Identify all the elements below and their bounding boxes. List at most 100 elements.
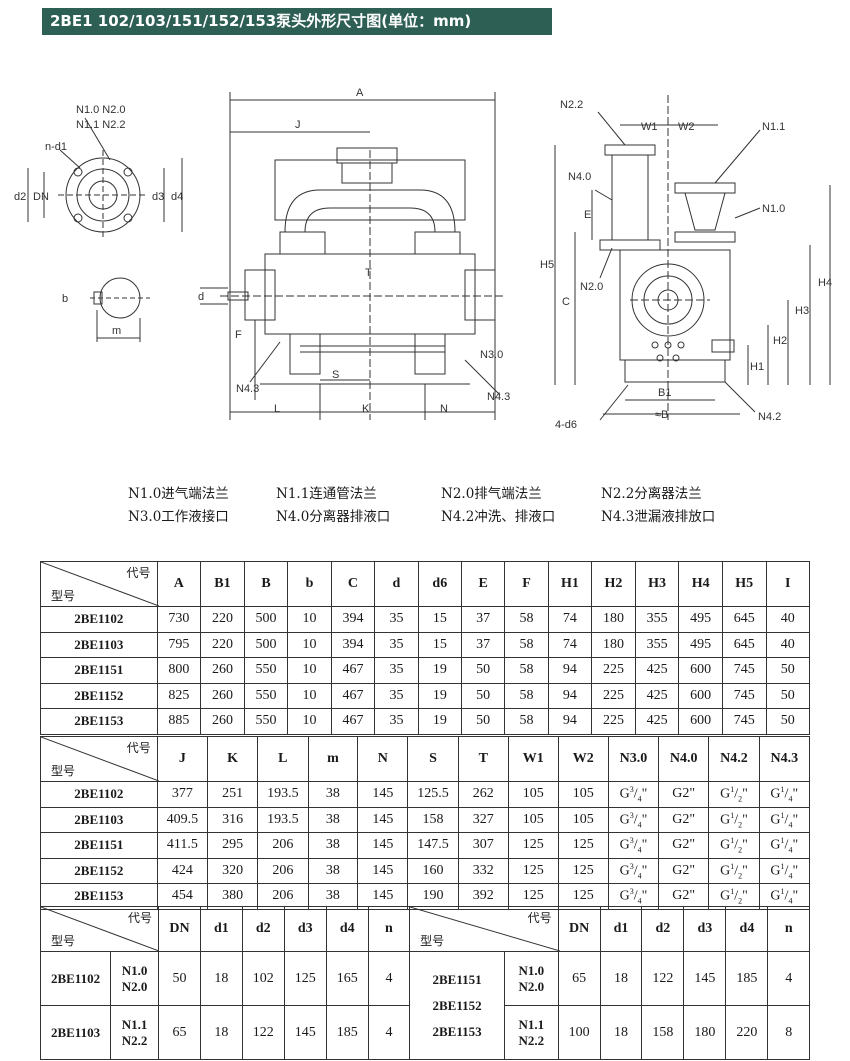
value-cell: 800 — [156, 657, 202, 684]
value-cell: 19 — [417, 708, 463, 735]
front-label-l: L — [274, 403, 280, 415]
value-cell: 165 — [325, 951, 369, 1006]
value-cell: 50 — [157, 951, 201, 1006]
corner-header: 代号型号 — [409, 906, 561, 952]
value-cell: 58 — [504, 631, 549, 658]
column-header: H2 — [591, 561, 636, 607]
model-cell: 2BE1103 — [39, 1005, 112, 1060]
value-cell: 825 — [156, 682, 202, 709]
corner-code-label: 代号 — [126, 741, 151, 755]
value-cell: 145 — [357, 806, 409, 833]
model-cell: 2BE1102 — [40, 606, 158, 633]
value-cell: 206 — [257, 832, 309, 859]
flange-label-dn: DN — [33, 191, 49, 203]
column-header: DN — [557, 906, 601, 952]
value-cell: 885 — [156, 708, 202, 735]
value-cell: 730 — [156, 606, 202, 633]
value-cell: 158 — [407, 806, 459, 833]
front-label-j: J — [295, 119, 301, 131]
legend-item: N1.1连通管法兰 — [276, 485, 377, 502]
corner-code-label: 代号 — [127, 911, 152, 925]
corner-model-label: 型号 — [51, 764, 76, 778]
flange-label-n2: N1.1 N2.2 — [76, 119, 126, 131]
column-header: S — [407, 736, 459, 782]
column-header: DN — [157, 906, 201, 952]
value-cell: 355 — [634, 631, 680, 658]
value-cell: 180 — [683, 1005, 727, 1060]
value-cell: 105 — [507, 781, 559, 808]
value-cell: 295 — [207, 832, 259, 859]
value-cell: 40 — [765, 606, 811, 633]
value-cell: G3/4" — [607, 781, 660, 808]
side-label-n22: N2.2 — [560, 99, 583, 111]
value-cell: 262 — [457, 781, 509, 808]
corner-model-label: 型号 — [51, 934, 76, 948]
value-cell: 550 — [243, 657, 289, 684]
value-cell: 38 — [307, 883, 359, 910]
value-cell: 467 — [330, 682, 376, 709]
side-label-n42: N4.2 — [758, 411, 781, 423]
value-cell: 18 — [599, 1005, 643, 1060]
column-header: b — [287, 561, 332, 607]
flange-view: N1.0 N2.0 N1.1 N2.2 n-d1 d2 DN d3 d4 — [14, 104, 183, 240]
side-view: N2.2 W1 W2 N1.1 N4.0 E N1.0 H5 N2.0 C H4… — [540, 95, 832, 431]
column-header: d6 — [417, 561, 463, 607]
value-cell: 94 — [547, 657, 593, 684]
side-label-n20: N2.0 — [580, 281, 603, 293]
front-view: A J T d F S L K N N3.0 N4.3 N4.3 — [198, 87, 510, 420]
value-cell: 795 — [156, 631, 202, 658]
column-header: C — [330, 561, 376, 607]
value-cell: 4 — [367, 1005, 411, 1060]
corner-model-label: 型号 — [51, 589, 76, 603]
value-cell: 10 — [287, 631, 332, 658]
value-cell: 125.5 — [407, 781, 459, 808]
value-cell: 122 — [641, 951, 685, 1006]
value-cell: 50 — [460, 708, 506, 735]
value-cell: 74 — [547, 606, 593, 633]
legend-item: N1.0进气端法兰 — [128, 485, 229, 502]
value-cell: 122 — [241, 1005, 285, 1060]
flange-label-d3: d3 — [152, 191, 164, 203]
value-cell: 380 — [207, 883, 259, 910]
column-header: H4 — [678, 561, 723, 607]
value-cell: 37 — [460, 631, 506, 658]
value-cell: 193.5 — [257, 781, 309, 808]
value-cell: 125 — [507, 883, 559, 910]
value-cell: G2" — [658, 781, 710, 808]
value-cell: 225 — [591, 657, 636, 684]
value-cell: 40 — [765, 631, 811, 658]
value-cell: 94 — [547, 708, 593, 735]
value-cell: G1/2" — [708, 857, 760, 884]
column-header: d3 — [283, 906, 327, 952]
value-cell: 425 — [634, 657, 680, 684]
value-cell: G2" — [658, 806, 710, 833]
value-cell: 65 — [557, 951, 601, 1006]
value-cell: 206 — [257, 883, 309, 910]
value-cell: 180 — [591, 606, 636, 633]
value-cell: 355 — [634, 606, 680, 633]
column-header: d2 — [241, 906, 285, 952]
value-cell: 19 — [417, 657, 463, 684]
value-cell: 220 — [725, 1005, 769, 1060]
value-cell: 160 — [407, 857, 459, 884]
value-cell: 65 — [157, 1005, 201, 1060]
value-cell: 327 — [457, 806, 509, 833]
front-label-f: F — [235, 329, 242, 341]
value-cell: 251 — [207, 781, 259, 808]
value-cell: 600 — [678, 708, 723, 735]
value-cell: 38 — [307, 832, 359, 859]
side-label-c: C — [562, 296, 570, 308]
value-cell: 550 — [243, 708, 289, 735]
value-cell: 125 — [507, 857, 559, 884]
value-cell: 500 — [243, 606, 289, 633]
value-cell: 4 — [767, 951, 810, 1006]
